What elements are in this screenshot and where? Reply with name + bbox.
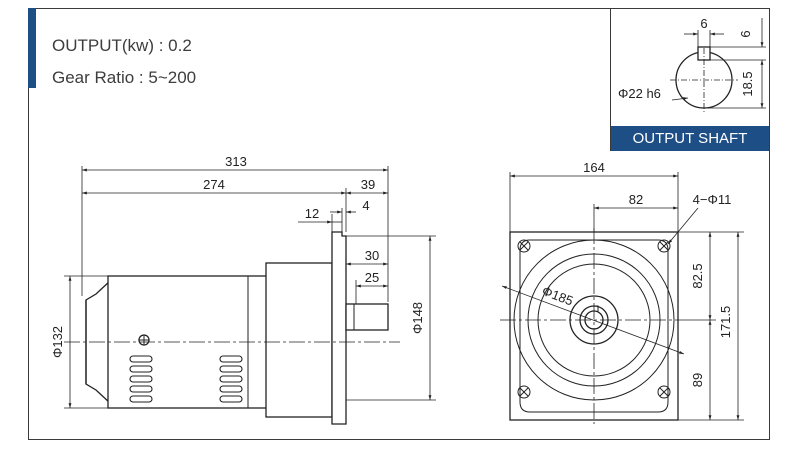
- spigot-depth-label: 4: [362, 198, 369, 213]
- side-output-shaft: [345, 303, 389, 331]
- key-height-label: 18.5: [740, 71, 755, 96]
- overall-length-label: 313: [225, 154, 247, 169]
- output-shaft-detail: [670, 18, 766, 112]
- total-height-label: 171.5: [718, 306, 733, 339]
- upper-height-label: 82.5: [690, 263, 705, 288]
- gear-housing: [265, 262, 333, 418]
- key-depth-label: 6: [738, 30, 753, 37]
- accent-bar: [28, 8, 36, 88]
- drawing-frame: [28, 8, 770, 440]
- gear-ratio-spec: Gear Ratio : 5~200: [52, 68, 197, 87]
- body-length-label: 274: [203, 177, 225, 192]
- key-width-label: 6: [700, 16, 707, 31]
- hole-offset-label: 82: [629, 192, 643, 207]
- output-spec: OUTPUT(kw) : 0.2: [52, 36, 192, 55]
- side-view: [64, 231, 400, 425]
- vent-slots-left: [129, 355, 153, 403]
- motor-diameter-label: Φ132: [50, 326, 65, 358]
- side-view-dimensions: [64, 166, 436, 409]
- shaft-extension-label: 39: [361, 177, 375, 192]
- shaft-length-label: 30: [365, 248, 379, 263]
- vent-slots-right: [219, 355, 243, 403]
- lower-height-label: 89: [690, 373, 705, 387]
- mount-flange: [331, 231, 347, 425]
- flange-height-label: Φ148: [410, 302, 425, 334]
- holes-label: 4−Φ11: [693, 192, 732, 207]
- key-length-label: 25: [365, 270, 379, 285]
- front-view-dimensions: [501, 172, 744, 421]
- flange-width-label: 164: [583, 160, 605, 175]
- mounting-holes: [517, 239, 671, 399]
- front-view: [500, 228, 690, 424]
- shaft-diameter-label: Φ22 h6: [618, 86, 661, 101]
- flange-thickness-label: 12: [305, 206, 319, 221]
- output-shaft-title: OUTPUT SHAFT: [611, 126, 769, 151]
